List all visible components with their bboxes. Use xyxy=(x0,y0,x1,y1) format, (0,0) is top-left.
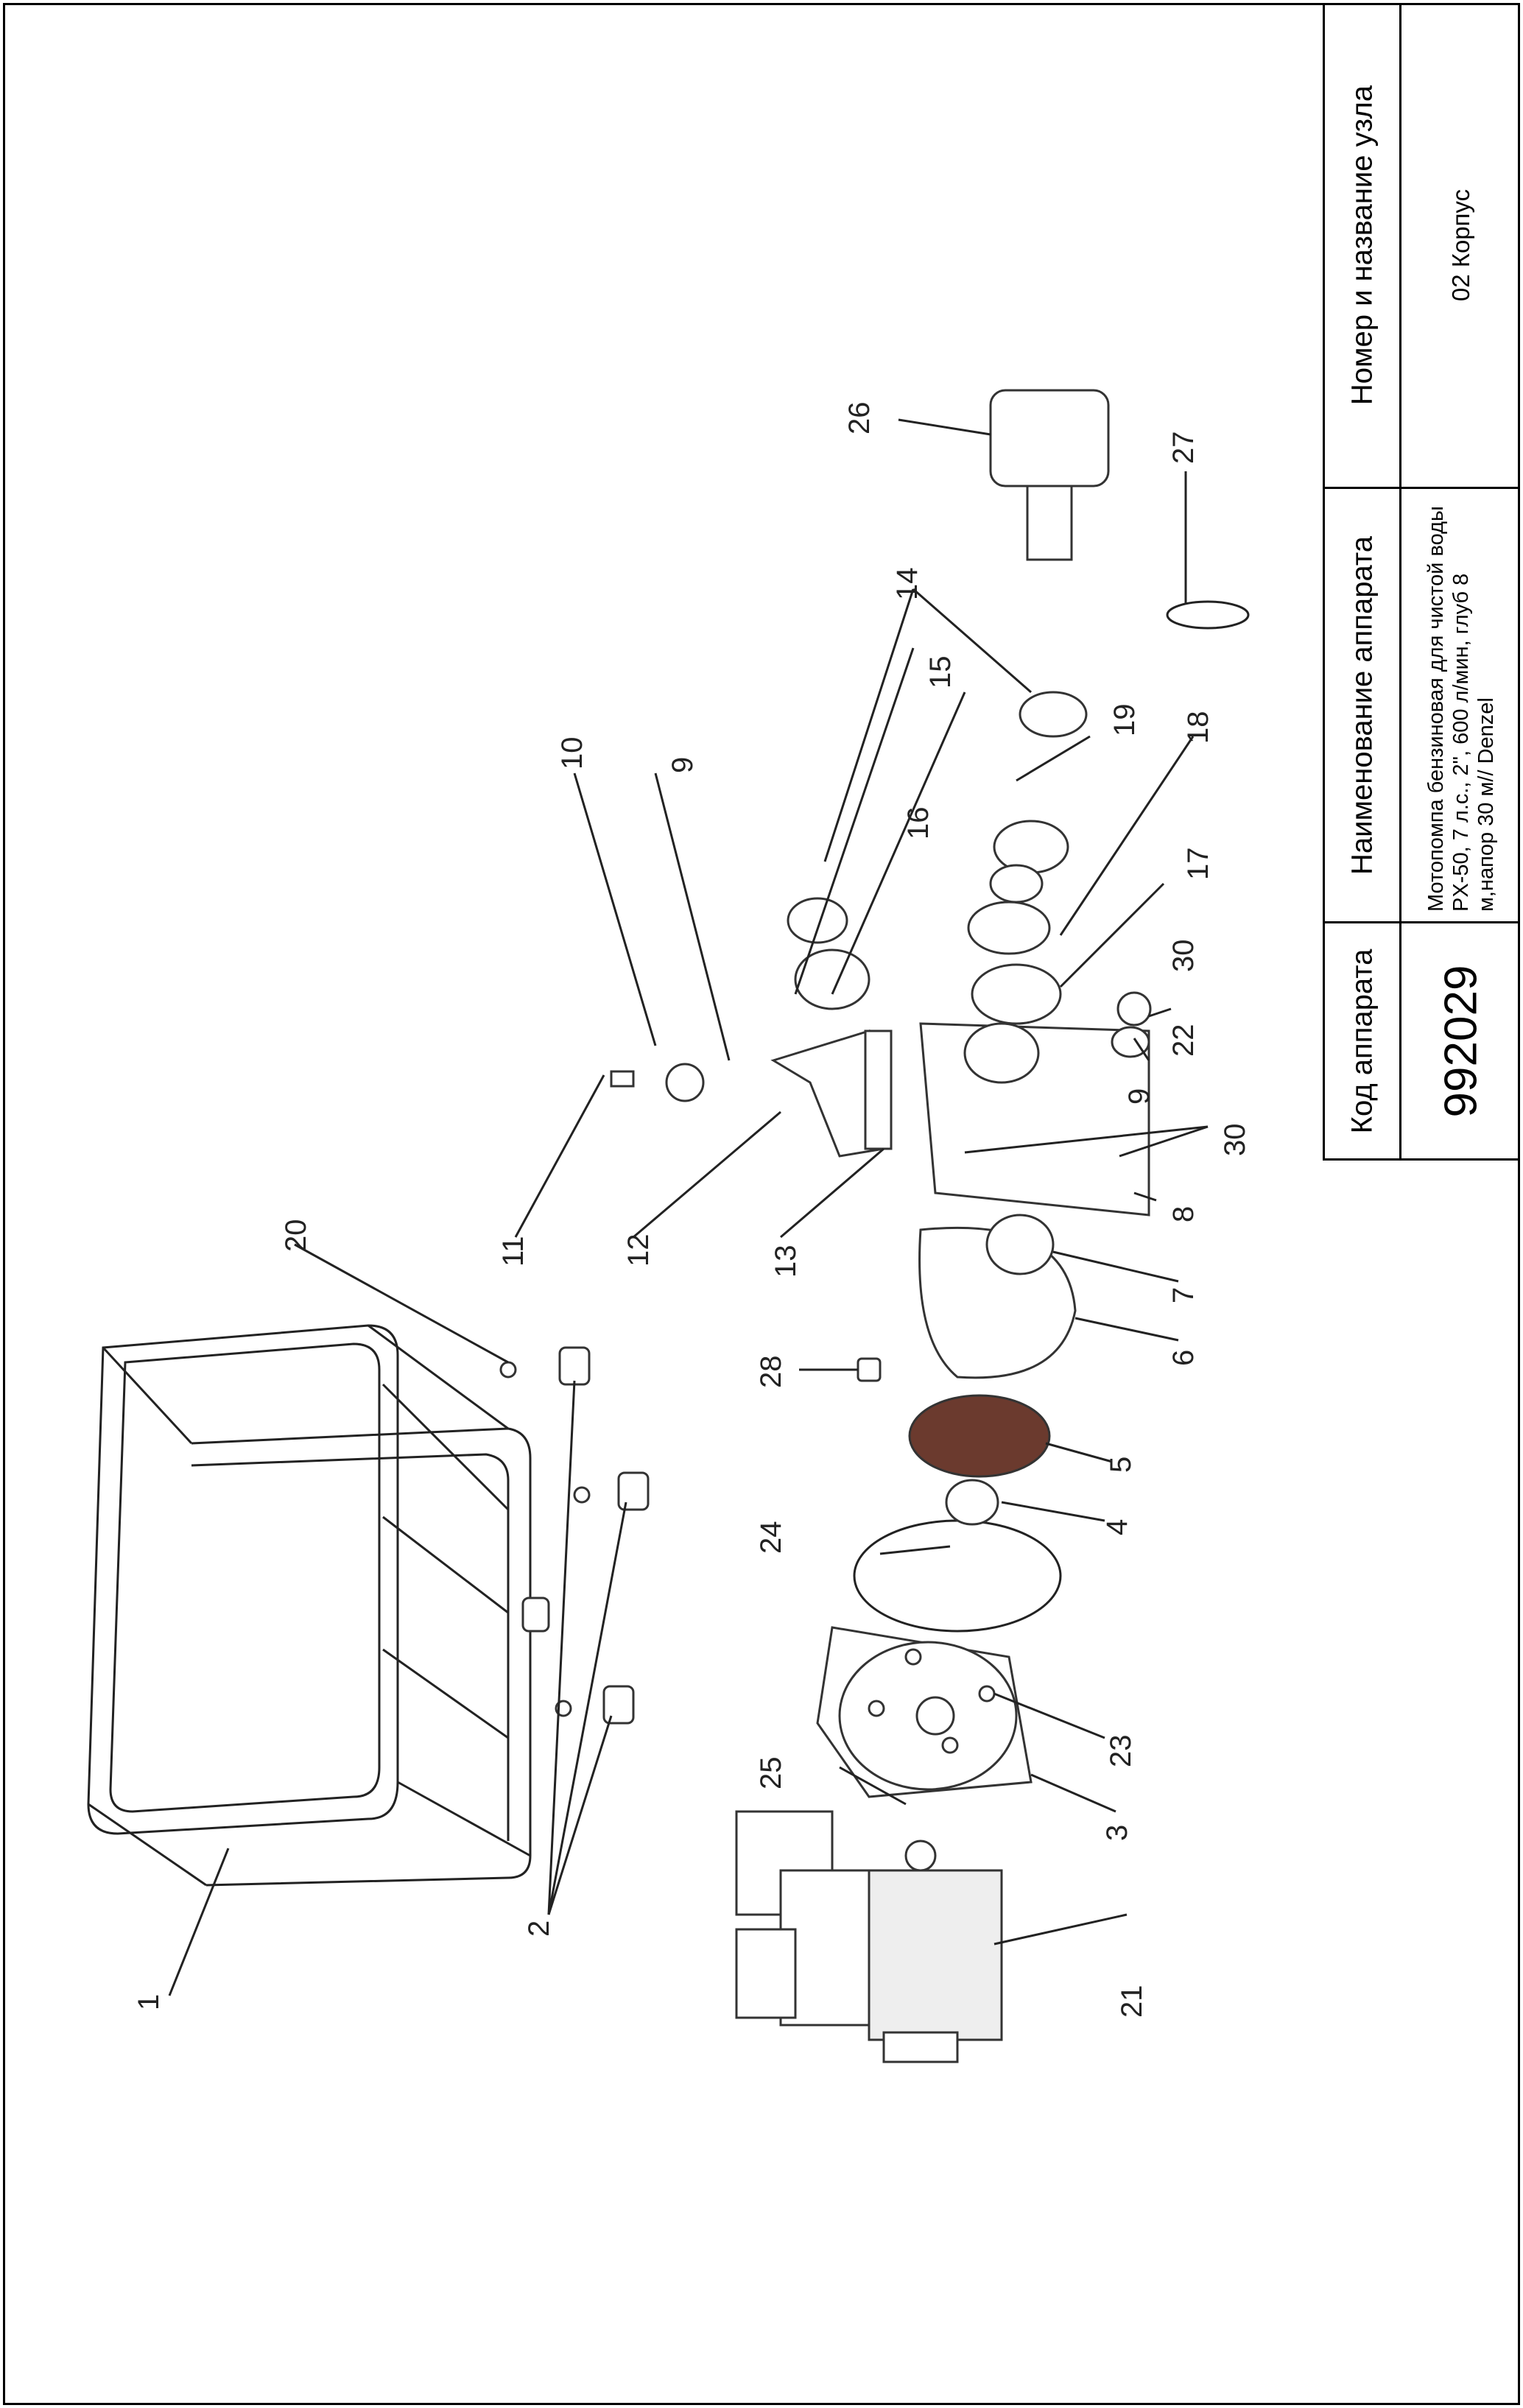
plug-part xyxy=(1111,1026,1150,1058)
bolts-part xyxy=(610,1070,635,1088)
callout-19: 19 xyxy=(1108,704,1141,737)
strainer-part xyxy=(989,389,1110,487)
name-header: Наименование аппарата xyxy=(1346,535,1378,875)
callout-24: 24 xyxy=(755,1521,787,1555)
o-ring-part xyxy=(985,1214,1055,1275)
code-value-cell: 992029 xyxy=(1401,923,1520,1158)
callout-4: 4 xyxy=(1101,1519,1133,1535)
callout-16: 16 xyxy=(902,807,935,840)
filler-cap-part xyxy=(1116,991,1152,1027)
engine-part xyxy=(735,1810,1003,2063)
callout-22: 22 xyxy=(1167,1024,1200,1057)
drain-plug-part xyxy=(857,1357,882,1382)
name-header-cell: Наименование аппарата xyxy=(1325,489,1401,923)
gasket-part xyxy=(853,1519,1062,1633)
callout-1: 1 xyxy=(133,1994,165,2010)
callout-30b: 30 xyxy=(1219,1124,1251,1157)
callout-27: 27 xyxy=(1167,432,1200,465)
callout-9b: 9 xyxy=(1123,1088,1156,1105)
outlet-flange-part xyxy=(967,901,1051,955)
callout-20: 20 xyxy=(280,1219,312,1253)
hose-connector-part-a xyxy=(787,897,848,944)
callout-30a: 30 xyxy=(1167,940,1200,973)
callout-17: 17 xyxy=(1182,848,1214,881)
callout-11: 11 xyxy=(497,1236,530,1267)
outlet-coupling-part xyxy=(993,820,1069,874)
callout-2: 2 xyxy=(523,1921,555,1937)
callout-labels: 1 2 3 4 5 6 7 8 9 9 10 11 12 13 14 15 16… xyxy=(133,402,1251,2018)
outlet-gasket-part xyxy=(971,963,1062,1025)
leader-lines xyxy=(168,418,1209,1996)
rubber-mounts-part xyxy=(499,1346,650,1725)
unit-value: 02 Корпус xyxy=(1446,189,1474,301)
callout-7: 7 xyxy=(1167,1287,1200,1303)
code-header-cell: Код аппарата xyxy=(1325,923,1401,1158)
drawing-sheet xyxy=(3,3,1520,2405)
seal-ring-part xyxy=(989,864,1044,904)
callout-28: 28 xyxy=(755,1356,787,1389)
hose-connector-part-b xyxy=(794,948,870,1010)
unit-header: Номер и название узла xyxy=(1346,85,1378,405)
housing-outlet xyxy=(963,1022,1040,1084)
impeller-part xyxy=(908,1394,1051,1478)
callout-6: 6 xyxy=(1167,1350,1200,1366)
mechanical-seal-part xyxy=(945,1479,999,1526)
callout-26: 26 xyxy=(843,402,876,435)
hose-connector-part-c xyxy=(1019,691,1088,738)
back-plate-part xyxy=(816,1626,1033,1798)
callout-21: 21 xyxy=(1116,1985,1148,2018)
frame-part xyxy=(87,1324,532,1887)
name-value-cell: Мотопомпа бензиновая для чистой воды PX-… xyxy=(1401,489,1520,923)
strainer-nozzle xyxy=(1026,485,1073,561)
hose-clamp-part xyxy=(1166,600,1250,630)
code-header: Код аппарата xyxy=(1346,948,1378,1133)
callout-23: 23 xyxy=(1105,1735,1137,1768)
callout-3: 3 xyxy=(1101,1825,1133,1841)
inlet-elbow-part xyxy=(770,1029,885,1158)
priming-cap-part xyxy=(665,1063,705,1102)
unit-header-cell: Номер и название узла xyxy=(1325,3,1401,489)
callout-9a: 9 xyxy=(666,757,699,773)
callout-25: 25 xyxy=(755,1757,787,1790)
name-value: Мотопомпа бензиновая для чистой воды PX-… xyxy=(1424,505,1498,912)
callout-12: 12 xyxy=(622,1234,655,1267)
callout-10: 10 xyxy=(556,737,588,770)
unit-value-cell: 02 Корпус xyxy=(1401,3,1520,489)
code-value: 992029 xyxy=(1435,965,1486,1117)
callout-15: 15 xyxy=(924,656,957,689)
exploded-view-drawing: 1 2 3 4 5 6 7 8 9 9 10 11 12 13 14 15 16… xyxy=(87,389,1251,2063)
callout-5: 5 xyxy=(1105,1457,1137,1473)
callout-13: 13 xyxy=(770,1245,802,1278)
callout-18: 18 xyxy=(1182,711,1214,744)
callout-14: 14 xyxy=(891,568,924,601)
callout-8: 8 xyxy=(1167,1206,1200,1222)
title-block: Номер и название узла Наименование аппар… xyxy=(1323,3,1520,1161)
flange-gasket-part xyxy=(864,1029,893,1150)
